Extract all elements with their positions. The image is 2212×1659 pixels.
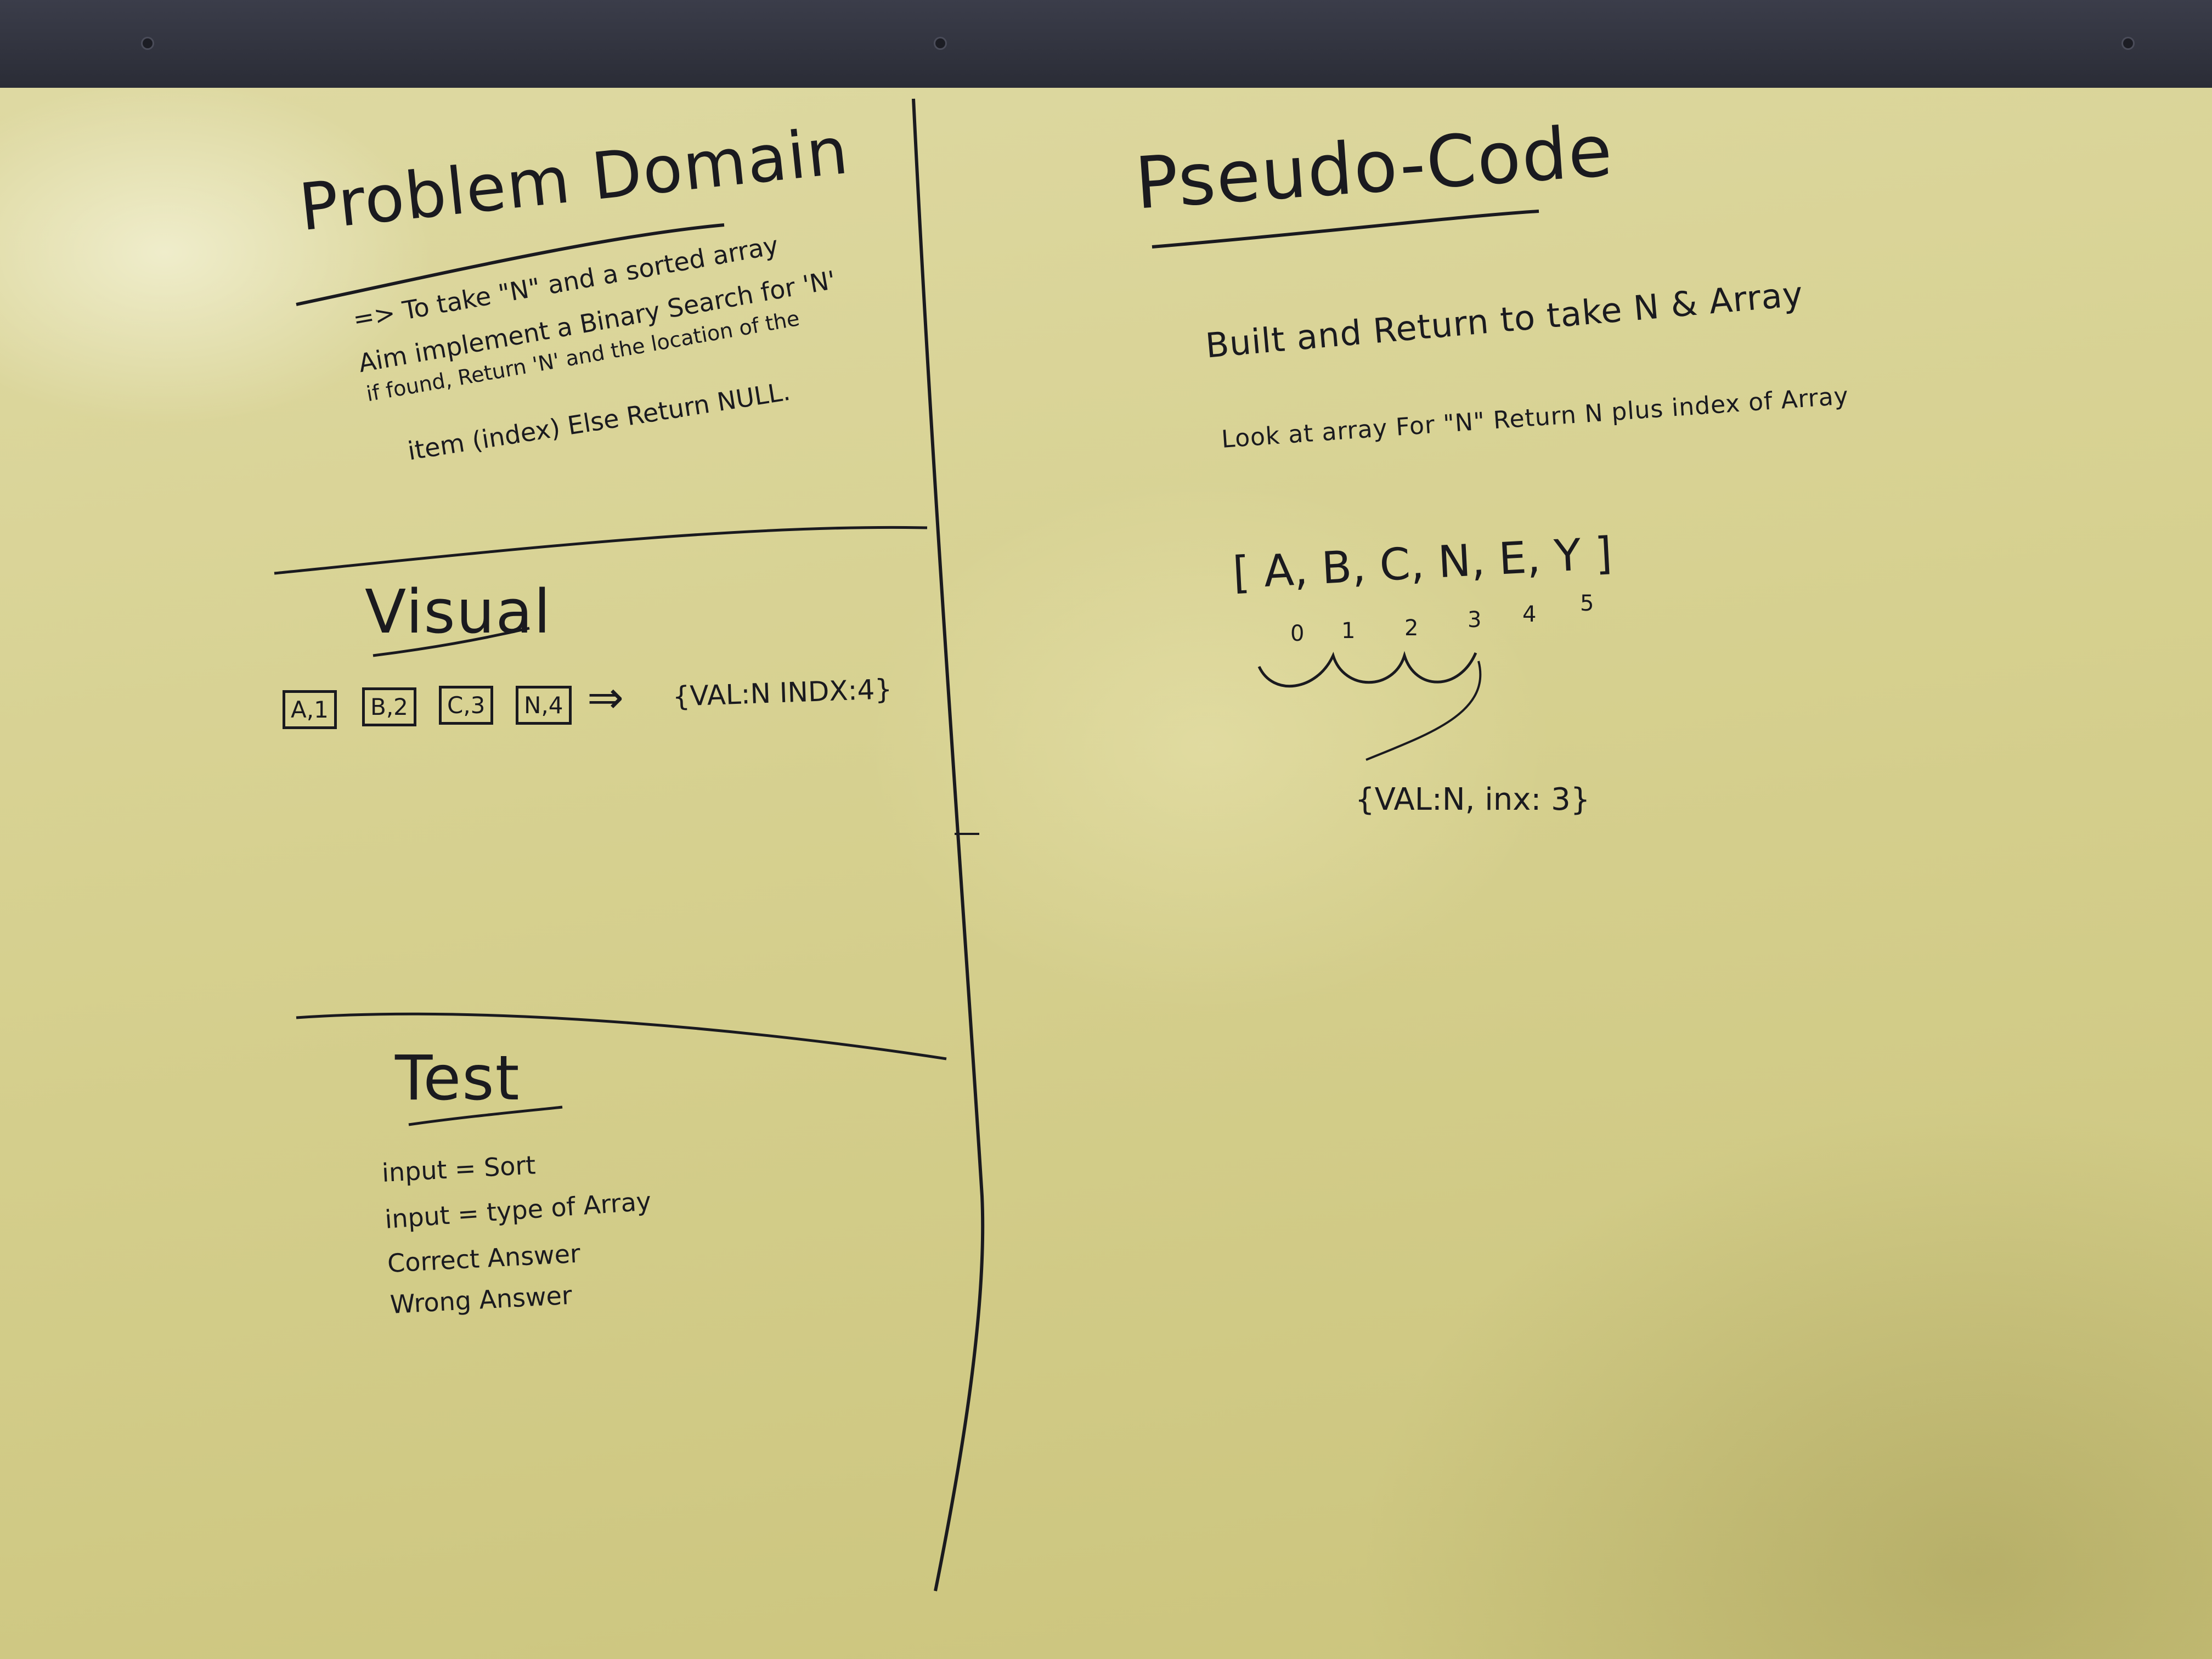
visual-box-2: B,2 bbox=[362, 687, 416, 726]
array-index-4: 4 bbox=[1522, 602, 1537, 627]
connector-line bbox=[1365, 661, 1482, 761]
array-index-braces bbox=[1257, 651, 1477, 688]
test-title: Test bbox=[395, 1043, 521, 1114]
pseudo-code-underline bbox=[1152, 210, 1539, 249]
visual-result: {VAL:N INDX:4} bbox=[672, 673, 893, 713]
pseudo-code-result: {VAL:N, inx: 3} bbox=[1355, 782, 1590, 817]
section-divider-2 bbox=[296, 1012, 947, 1060]
array-index-3: 3 bbox=[1468, 607, 1482, 633]
array-index-1: 1 bbox=[1341, 618, 1356, 644]
visual-title: Visual bbox=[365, 577, 552, 647]
test-line-1: input = Sort bbox=[381, 1150, 537, 1188]
array-index-0: 0 bbox=[1290, 621, 1305, 646]
array-index-5: 5 bbox=[1580, 591, 1594, 616]
screw-icon bbox=[935, 38, 945, 48]
whiteboard bbox=[0, 88, 2212, 1659]
section-divider-1 bbox=[274, 526, 928, 575]
visual-box-4: N,4 bbox=[516, 686, 572, 725]
screw-icon bbox=[143, 38, 153, 48]
visual-box-3: C,3 bbox=[439, 686, 494, 725]
visual-box-1: A,1 bbox=[283, 690, 337, 729]
screw-icon bbox=[2123, 38, 2133, 48]
problem-domain-underline bbox=[296, 223, 725, 306]
vertical-divider-line bbox=[912, 98, 985, 1592]
visual-arrow: ⇒ bbox=[587, 672, 624, 723]
array-index-2: 2 bbox=[1404, 616, 1419, 641]
visual-underline bbox=[373, 627, 530, 657]
test-underline bbox=[408, 1105, 563, 1126]
marker-tray bbox=[0, 0, 2212, 88]
